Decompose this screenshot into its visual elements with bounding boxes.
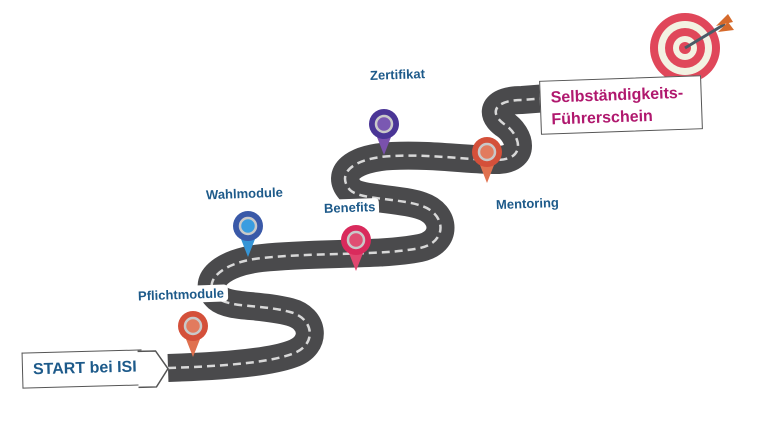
milestone-label-benefits: Benefits (319, 197, 380, 218)
milestone-label-wahlmodule: Wahlmodule (201, 183, 288, 204)
start-sign-arrow (137, 350, 169, 389)
map-pin-icon-zertifikat (369, 109, 399, 155)
map-pin-icon-benefits (341, 225, 371, 271)
map-pin-icon-mentoring (472, 137, 502, 183)
start-label: START bei ISI (32, 358, 137, 379)
goal-line-2: Führerschein (551, 107, 654, 129)
milestone-label-zertifikat: Zertifikat (365, 64, 430, 85)
milestone-label-pflichtmodule: Pflichtmodule (133, 284, 229, 305)
goal-sign: Selbständigkeits- Führerschein (539, 75, 703, 135)
map-pin-icon-pflichtmodule (178, 311, 208, 357)
milestone-label-mentoring: Mentoring (491, 193, 564, 214)
start-sign: START bei ISI (21, 349, 143, 389)
target-icon (650, 13, 734, 83)
map-pin-icon-wahlmodule (233, 211, 263, 257)
